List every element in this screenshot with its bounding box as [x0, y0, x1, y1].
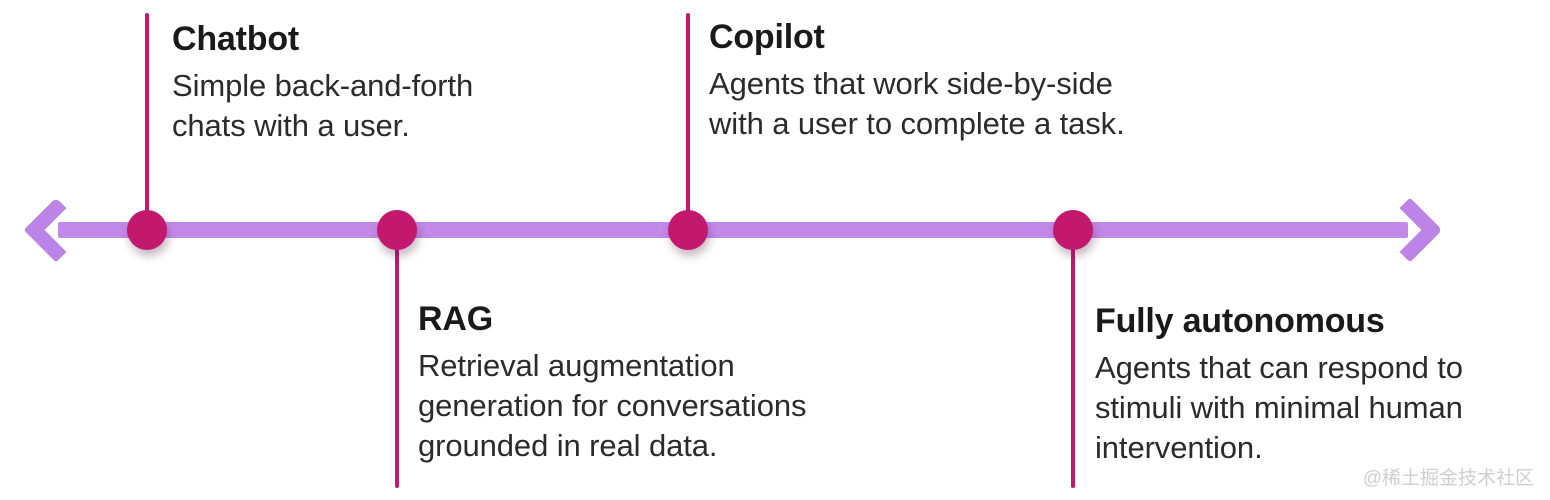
description-line: chats with a user.	[172, 108, 410, 143]
description-line: intervention.	[1095, 430, 1263, 465]
description-line: with a user to complete a task.	[709, 106, 1125, 141]
arrow-left-icon	[23, 197, 89, 263]
connector-stem-fully-autonomous	[1071, 230, 1075, 488]
description-line: grounded in real data.	[418, 428, 718, 463]
timeline-node-rag[interactable]	[377, 210, 417, 250]
description-line: Agents that can respond to	[1095, 350, 1463, 385]
label-block-rag: RAG Retrieval augmentation generation fo…	[418, 298, 888, 466]
milestone-description-copilot: Agents that work side-by-side with a use…	[709, 64, 1189, 144]
milestone-description-chatbot: Simple back-and-forth chats with a user.	[172, 66, 542, 146]
connector-stem-rag	[395, 230, 399, 488]
description-line: Retrieval augmentation	[418, 348, 735, 383]
timeline-node-copilot[interactable]	[668, 210, 708, 250]
description-line: generation for conversations	[418, 388, 807, 423]
milestone-title-rag: RAG	[418, 300, 493, 338]
description-line: Agents that work side-by-side	[709, 66, 1113, 101]
description-line: Simple back-and-forth	[172, 68, 474, 103]
connector-stem-chatbot	[145, 13, 149, 230]
label-block-copilot: Copilot Agents that work side-by-side wi…	[709, 16, 1189, 144]
milestone-description-rag: Retrieval augmentation generation for co…	[418, 346, 888, 466]
connector-stem-copilot	[686, 13, 690, 230]
arrow-right-icon	[1377, 197, 1443, 263]
timeline-node-chatbot[interactable]	[127, 210, 167, 250]
label-block-fully-autonomous: Fully autonomous Agents that can respond…	[1095, 300, 1535, 468]
description-line: stimuli with minimal human	[1095, 390, 1463, 425]
watermark: @稀土掘金技术社区	[1362, 468, 1534, 489]
milestone-title-fully-autonomous: Fully autonomous	[1095, 302, 1385, 340]
label-block-chatbot: Chatbot Simple back-and-forth chats with…	[172, 18, 542, 146]
milestone-description-fully-autonomous: Agents that can respond to stimuli with …	[1095, 348, 1535, 468]
timeline-axis	[58, 222, 1408, 238]
milestone-title-copilot: Copilot	[709, 18, 825, 56]
timeline-node-fully-autonomous[interactable]	[1053, 210, 1093, 250]
milestone-title-chatbot: Chatbot	[172, 20, 300, 58]
